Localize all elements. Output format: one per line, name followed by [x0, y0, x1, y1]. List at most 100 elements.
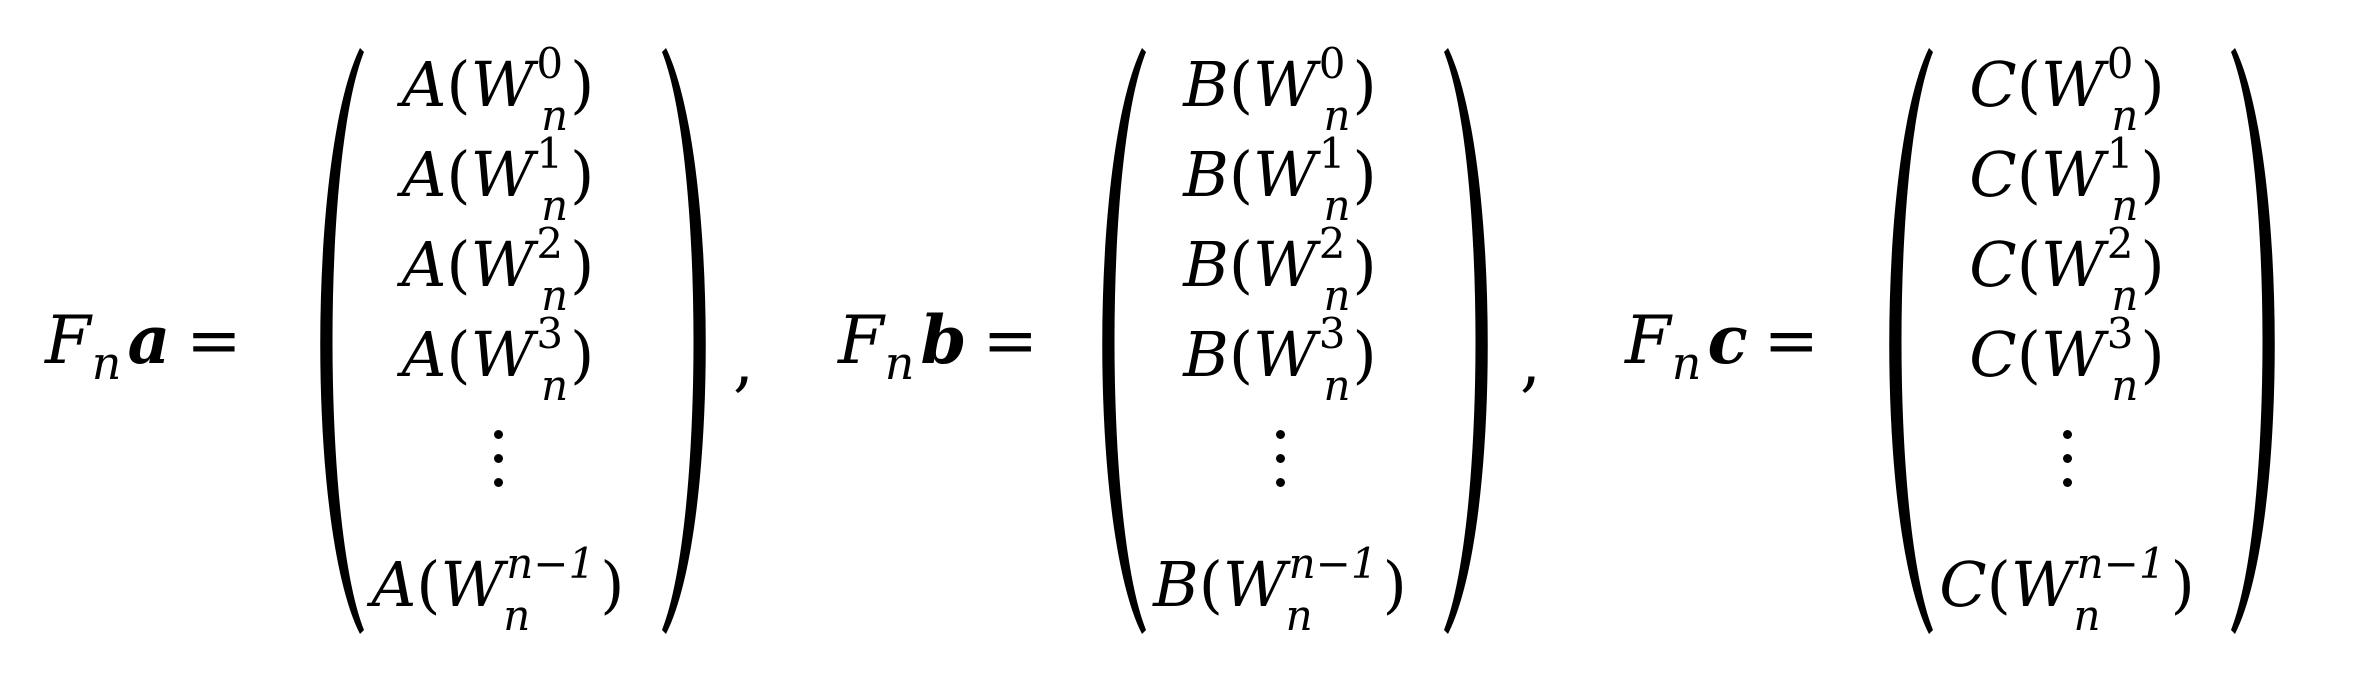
function-letter: B	[1183, 228, 1229, 301]
lhs-operator-subscript: n	[1671, 336, 1702, 390]
power-superscript: n−1	[1288, 539, 1378, 588]
matrix-entry: C(W0n)	[1897, 39, 2237, 140]
argument-symbol: W	[470, 48, 535, 121]
argument-symbol: W	[1253, 228, 1317, 301]
matrix-entry: A(W0n)	[328, 39, 668, 140]
open-paren: (	[1228, 318, 1254, 391]
matrix-entry: C(W3n)	[1897, 309, 2237, 410]
argument-symbol: W	[2040, 318, 2105, 391]
open-paren: (	[2016, 228, 2041, 301]
left-paren	[298, 44, 368, 638]
function-letter: A	[401, 228, 447, 301]
function-letter: A	[401, 318, 447, 391]
function-letter: C	[1969, 48, 2017, 121]
left-paren-stroke	[1889, 48, 1933, 634]
function-letter: C	[1969, 138, 2017, 211]
power-superscript: 1	[1318, 129, 1346, 178]
matrix-entry: B(W1n)	[1110, 129, 1450, 230]
equals-sign: =	[982, 302, 1038, 379]
left-paren	[1867, 44, 1937, 638]
argument-symbol: W	[2040, 228, 2105, 301]
close-paren: )	[2140, 228, 2165, 301]
close-paren: )	[570, 138, 595, 211]
right-paren-stroke	[1444, 48, 1488, 634]
argument-subscript: n	[2111, 181, 2139, 230]
power-superscript: 0	[1318, 39, 1346, 88]
open-paren: (	[416, 548, 441, 621]
lhs-vector: b	[920, 301, 967, 379]
function-letter: B	[1183, 318, 1229, 391]
close-paren: )	[1352, 318, 1377, 391]
matrix-3-lhs: Fnc=	[1625, 300, 1819, 390]
argument-subscript: n	[1323, 181, 1351, 230]
ellipsis-dot	[2062, 430, 2072, 439]
argument-subscript: n	[2073, 591, 2101, 640]
equals-sign: =	[186, 302, 242, 379]
function-letter: A	[401, 48, 447, 121]
power-superscript: 0	[536, 39, 564, 88]
open-paren: (	[446, 228, 471, 301]
matrix-entry: A(W1n)	[328, 129, 668, 230]
left-paren	[1080, 44, 1150, 638]
close-paren: )	[2140, 138, 2165, 211]
matrix-entry: C(W2n)	[1897, 219, 2237, 320]
close-paren: )	[1352, 48, 1377, 121]
close-paren: )	[1352, 138, 1377, 211]
ellipsis-dot	[493, 454, 503, 463]
argument-symbol: W	[1253, 48, 1317, 121]
matrix-1-lhs: Fna=	[45, 300, 242, 390]
argument-symbol: W	[1253, 318, 1317, 391]
matrix-entry: C(W1n)	[1897, 129, 2237, 230]
lhs-operator: F	[838, 302, 884, 379]
vertical-ellipsis	[328, 430, 668, 502]
argument-symbol: W	[470, 138, 535, 211]
ellipsis-dot	[2062, 478, 2072, 487]
function-letter: C	[1939, 548, 1987, 621]
argument-symbol: W	[2010, 548, 2075, 621]
right-paren	[658, 44, 728, 638]
ellipsis-dot	[493, 478, 503, 487]
argument-subscript: n	[541, 361, 569, 410]
matrix-entry: B(W0n)	[1110, 39, 1450, 140]
matrix-entry: B(W2n)	[1110, 219, 1450, 320]
power-superscript: n−1	[506, 539, 596, 588]
argument-symbol: W	[470, 318, 535, 391]
argument-subscript: n	[2111, 91, 2139, 140]
lhs-operator-subscript: n	[91, 336, 122, 390]
function-letter: C	[1969, 228, 2017, 301]
function-letter: C	[1969, 318, 2017, 391]
close-paren: )	[570, 48, 595, 121]
close-paren: )	[2140, 318, 2165, 391]
power-superscript: 0	[2106, 39, 2134, 88]
argument-subscript: n	[2111, 271, 2139, 320]
argument-subscript: n	[541, 271, 569, 320]
separator-comma: ,	[733, 323, 754, 400]
argument-subscript: n	[1323, 271, 1351, 320]
matrix-entry: A(W2n)	[328, 219, 668, 320]
ellipsis-dot	[1275, 454, 1285, 463]
argument-subscript: n	[1285, 591, 1313, 640]
power-superscript: 1	[2106, 129, 2134, 178]
power-superscript: 1	[536, 129, 564, 178]
open-paren: (	[1228, 48, 1254, 121]
function-letter: B	[1183, 48, 1229, 121]
argument-subscript: n	[541, 181, 569, 230]
argument-symbol: W	[470, 228, 535, 301]
matrix-entry: B(W3n)	[1110, 309, 1450, 410]
close-paren: )	[570, 318, 595, 391]
open-paren: (	[1986, 548, 2011, 621]
power-superscript: 2	[536, 219, 564, 268]
argument-symbol: W	[1253, 138, 1317, 211]
function-letter: A	[371, 548, 417, 621]
matrix-entry: A(W3n)	[328, 309, 668, 410]
close-paren: )	[600, 548, 625, 621]
open-paren: (	[2016, 318, 2041, 391]
ellipsis-dot	[2062, 454, 2072, 463]
open-paren: (	[446, 318, 471, 391]
close-paren: )	[2140, 48, 2165, 121]
ellipsis-dot	[1275, 478, 1285, 487]
close-paren: )	[2170, 548, 2195, 621]
argument-symbol: W	[2040, 48, 2105, 121]
lhs-operator: F	[1625, 302, 1671, 379]
